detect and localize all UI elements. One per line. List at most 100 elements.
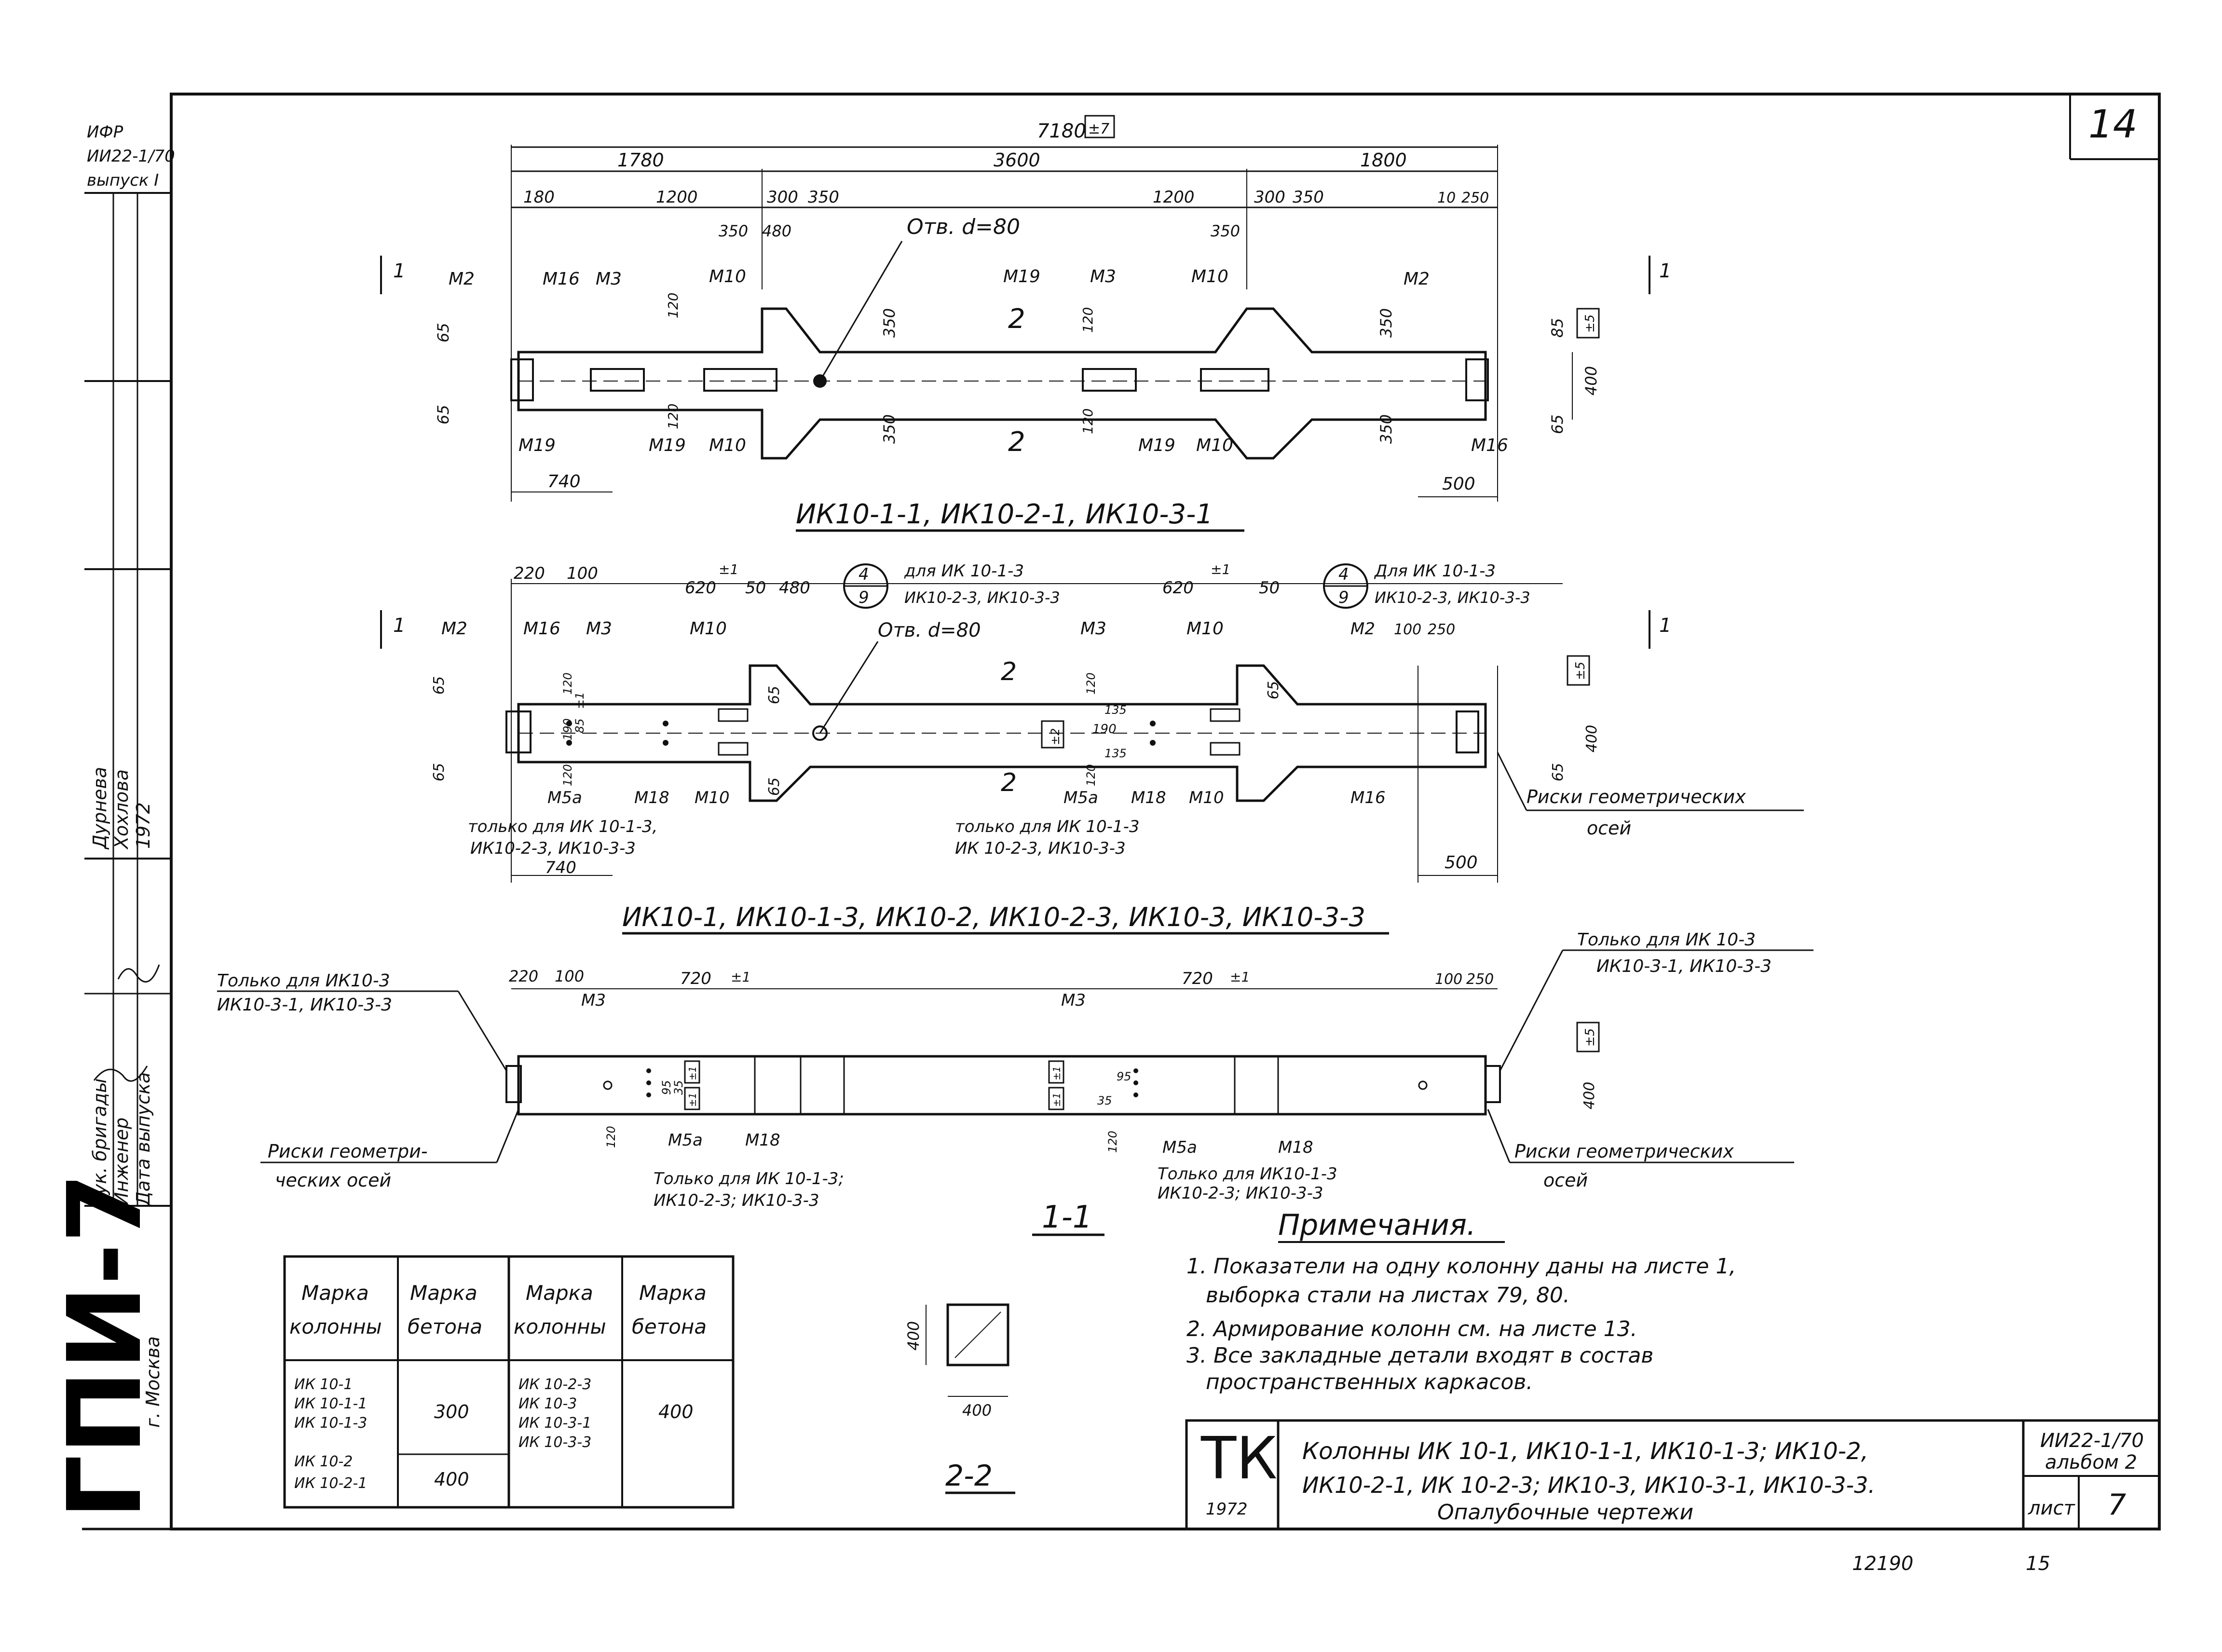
view3-s-35a: 35 (672, 1080, 685, 1095)
view2-bmark-m18b: М18 (1131, 788, 1166, 807)
view1-small-120d: 120 (1080, 409, 1096, 434)
view2-vdim-65e: 65 (1265, 681, 1282, 699)
concrete-table: Марка колонны Марка бетона Марка колонны… (283, 1255, 735, 1509)
th-mark-con-a: Марка (410, 1281, 477, 1305)
view1-dim-250: 250 (1461, 190, 1489, 206)
view1-small-120a: 120 (665, 293, 681, 318)
view1-mark-m2b: М2 (1404, 269, 1430, 289)
view1-embed (703, 368, 777, 392)
th-mark-con-b: Марка (639, 1281, 707, 1305)
view3-dim-720b: 720 (1182, 969, 1213, 988)
view2-dim-250r: 250 (1428, 621, 1455, 638)
view2-vdim-65a: 65 (431, 676, 448, 695)
view1-bmark-m10a: М10 (709, 436, 746, 455)
view2-s-120b: 120 (561, 764, 574, 786)
view1-vdim-65b: 65 (434, 405, 452, 424)
view2-s-190b: 190 (1092, 722, 1117, 737)
view2-dim-100: 100 (567, 564, 598, 583)
view1-vdim-65a: 65 (434, 323, 452, 342)
view2-hole-label: Отв. d=80 (878, 619, 981, 642)
view1-tol-right: ±5 (1583, 314, 1597, 333)
view2-dim-620b: 620 (1162, 578, 1194, 598)
view2-only2-line1: только для ИК 10-1-3 (955, 817, 1139, 836)
view1-dim-350a: 350 (808, 188, 839, 207)
view2-s-120c: 120 (1084, 672, 1098, 695)
view1-small-120c: 120 (665, 404, 681, 429)
view2-bmark-m10b: М10 (1189, 788, 1224, 807)
view3-mark-m3b: М3 (1061, 991, 1086, 1010)
signature-2 (117, 964, 160, 983)
view1-dim-300b: 300 (1254, 188, 1285, 207)
view1-small-120b: 120 (1080, 307, 1096, 333)
view2-section-2b: 2 (1001, 768, 1017, 797)
view3-title: 1-1 (1042, 1200, 1092, 1235)
view2-s-120a: 120 (561, 672, 574, 695)
section22-title: 2-2 (945, 1459, 993, 1493)
name-durneva: Дурнева (89, 767, 110, 850)
view2-bmark-m10a: М10 (695, 788, 730, 807)
view3-dim-720a: 720 (680, 969, 711, 988)
section22-h: 400 (904, 1321, 923, 1351)
view1-embed (1082, 368, 1137, 392)
view3-tol-right: ±5 (1583, 1028, 1597, 1047)
titleblock-sheet-label: лист (2028, 1497, 2076, 1519)
page-corner-number: 14 (2088, 102, 2138, 147)
view1-vdim-350b: 350 (880, 414, 899, 444)
note-1b: выборка стали на листах 79, 80. (1206, 1283, 1570, 1308)
view2-mark-m10a: М10 (690, 619, 727, 639)
view3-axes-right-1: Риски геометрических (1514, 1141, 1734, 1162)
callout2-den: 9 (1338, 588, 1349, 607)
view2-bmark-m5a-a: М5а (547, 788, 582, 807)
td-col3-3: ИК 10-3-3 (518, 1434, 591, 1451)
view1-mark-m3b: М3 (1090, 267, 1116, 287)
view1-hole-label: Отв. d=80 (907, 215, 1020, 239)
view3-tol-e: ±1 (1051, 1066, 1063, 1080)
view1-embed (590, 368, 645, 392)
view2-column-outline (517, 664, 1487, 802)
view2-title: ИК10-1, ИК10-1-3, ИК10-2, ИК10-2-3, ИК10… (622, 902, 1365, 932)
view3-only2-2: ИК10-2-3; ИК10-3-3 (1158, 1184, 1323, 1203)
view2-bdim-500: 500 (1445, 853, 1478, 873)
th-mark-col-a2: колонны (289, 1315, 382, 1338)
view2-only1-line2: ИК10-2-3, ИК10-3-3 (470, 839, 636, 858)
td-col3-0: ИК 10-2-3 (518, 1376, 591, 1393)
code-vypusk: выпуск I (87, 171, 159, 190)
org-stamp: ГПИ-7 (46, 1173, 164, 1519)
view3-right-note-1: Только для ИК 10-3 (1577, 930, 1756, 950)
view1-mark-m2a: М2 (449, 269, 475, 289)
view1-dim-180: 180 (523, 188, 555, 207)
view3-tol-d: ±1 (687, 1093, 698, 1107)
view1-mark-m10a: М10 (709, 267, 746, 287)
view3-s-95b: 95 (1117, 1070, 1131, 1083)
view2-axes-line1: Риски геометрических (1527, 786, 1746, 807)
view1-dim-350b: 350 (1293, 188, 1324, 207)
td-col1-4: ИК 10-2-1 (294, 1475, 367, 1492)
view2-dim-50b: 50 (1259, 578, 1280, 598)
view3-s-35b: 35 (1097, 1094, 1112, 1107)
view3-tol-f: ±1 (1051, 1093, 1063, 1107)
view2-tol-b: ±1 (1211, 561, 1230, 577)
view2-bdim-740: 740 (545, 858, 576, 877)
view1-section-1a: 1 (393, 260, 405, 282)
th-mark-con-a2: бетона (408, 1315, 482, 1338)
view1-dim-3600: 3600 (994, 150, 1040, 171)
org-city: г. Москва (142, 1336, 164, 1428)
view1-vdim-350d: 350 (1377, 414, 1395, 444)
name-year: 1972 (133, 802, 154, 849)
footer-num2: 15 (2026, 1553, 2050, 1575)
view2-hole (812, 725, 828, 741)
view1-vdim-65c: 65 (1548, 414, 1567, 434)
view3-only2-1: Только для ИК10-1-3 (1158, 1164, 1337, 1184)
titleblock-logo: ТК (1200, 1425, 1278, 1492)
view2-dim-100r: 100 (1394, 621, 1421, 638)
view1-inner-480: 480 (762, 222, 791, 240)
view3-axes-left-1: Риски геометри- (268, 1141, 428, 1162)
view2-vdim-400: 400 (1583, 725, 1600, 752)
view1-bmark-m19b: М19 (649, 436, 686, 455)
view2-section-1b: 1 (1659, 614, 1671, 637)
view3-dim-250r: 250 (1466, 971, 1494, 988)
view1-dim-300a: 300 (767, 188, 798, 207)
callout1-line1: для ИК 10-1-3 (904, 561, 1024, 581)
view1-embed (1200, 368, 1269, 392)
